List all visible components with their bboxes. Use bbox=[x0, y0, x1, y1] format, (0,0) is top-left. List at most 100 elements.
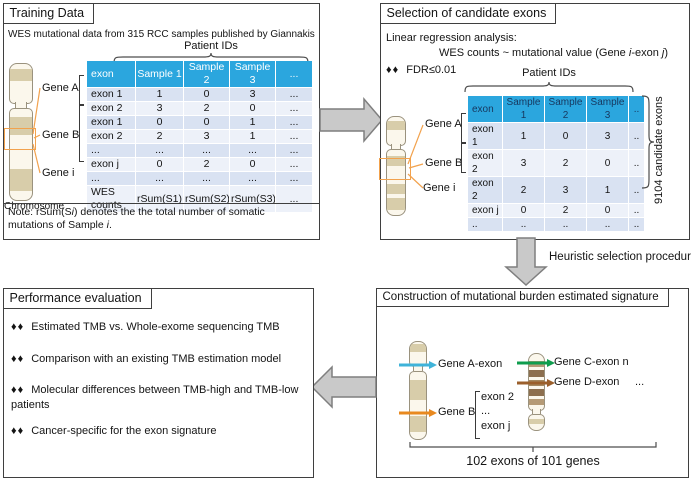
chromosome-band bbox=[10, 69, 32, 81]
table-cell: ... bbox=[230, 144, 275, 157]
gene-label-b: Gene B bbox=[425, 157, 463, 169]
table-cell: 1 bbox=[136, 88, 183, 101]
exon-list-item: exon j bbox=[481, 420, 511, 432]
note-part: ) denotes the the total number of somati… bbox=[8, 206, 265, 231]
flow-arrow-right-icon bbox=[319, 96, 383, 144]
table-cell: .. bbox=[468, 218, 502, 231]
training-subtitle: WES mutational data from 315 RCC samples… bbox=[8, 29, 315, 40]
table-cell: ... bbox=[276, 61, 312, 87]
panel-performance-evaluation: Performance evaluation ♦♦Estimated TMB v… bbox=[2, 287, 314, 478]
curly-brace-icon bbox=[113, 52, 309, 64]
chromosome-ideogram bbox=[409, 341, 427, 440]
chromosome-arm bbox=[528, 414, 545, 431]
chromosome-band bbox=[10, 117, 32, 135]
gene-b-bracket-icon bbox=[79, 105, 84, 162]
heuristic-label: Heuristic selection procedure bbox=[549, 251, 691, 263]
table-cell: exon 2 bbox=[87, 130, 135, 143]
bullet-text: Cancer-specific for the exon signature bbox=[31, 425, 217, 437]
regression-part: ) bbox=[664, 47, 669, 59]
gene-label-a: Gene A bbox=[425, 118, 462, 130]
table-cell: 3 bbox=[545, 177, 586, 203]
exon-list-item: exon 2 bbox=[481, 391, 515, 403]
bullet-text: Estimated TMB vs. Whole-exome sequencing… bbox=[31, 321, 280, 333]
exon-list-item: ... bbox=[481, 405, 491, 417]
table-cell: exon 2 bbox=[87, 102, 135, 115]
panel-training-data: Training Data WES mutational data from 3… bbox=[2, 2, 320, 240]
diamond-bullet-icon: ♦♦ bbox=[11, 425, 25, 437]
bullet-item: ♦♦Comparison with an existing TMB estima… bbox=[11, 352, 307, 367]
note-part-italic: i bbox=[71, 206, 74, 218]
table-cell: 0 bbox=[230, 102, 275, 115]
chromosome-band bbox=[410, 380, 426, 400]
construction-title: Construction of mutational burden estima… bbox=[382, 290, 659, 303]
table-cell: 0 bbox=[503, 204, 544, 217]
gene-label-i: Gene i bbox=[423, 182, 456, 194]
table-row: .......... bbox=[468, 218, 644, 231]
chromosome-band bbox=[529, 389, 544, 396]
note-text: Note: rSum(Si) denotes the the total num… bbox=[8, 206, 311, 232]
table-cell: ... bbox=[276, 172, 312, 185]
region-highlight-box bbox=[379, 158, 411, 180]
table-row: ............... bbox=[87, 172, 312, 185]
table-cell: WES counts bbox=[87, 186, 135, 212]
gene-c-exon-label: Gene C-exon n bbox=[554, 356, 629, 368]
regression-part-italic: j bbox=[661, 47, 665, 59]
table-cell: rSum(S1) bbox=[136, 186, 183, 212]
table-cell: 0 bbox=[587, 204, 628, 217]
table-cell: 2 bbox=[545, 204, 586, 217]
table-cell: ... bbox=[276, 144, 312, 157]
regression-line1: Linear regression analysis: bbox=[386, 32, 517, 44]
table-cell: ... bbox=[230, 172, 275, 185]
table-cell: 1 bbox=[587, 177, 628, 203]
curly-brace-icon bbox=[464, 81, 634, 93]
gene-b-bracket-icon bbox=[461, 143, 466, 173]
diamond-bullet-icon: ♦♦ bbox=[11, 321, 25, 333]
table-cell: 3 bbox=[503, 150, 544, 176]
candidate-exons-count-label: 9104 candidate exons bbox=[653, 96, 665, 204]
patient-ids-label: Patient IDs bbox=[522, 67, 576, 79]
more-genes-ellipsis: ... bbox=[635, 376, 645, 388]
table-cell: 0 bbox=[184, 88, 229, 101]
bullet-item: ♦♦ Estimated TMB vs. Whole-exome sequenci… bbox=[11, 320, 307, 335]
gene-label-a: Gene A bbox=[42, 82, 79, 94]
table-cell: exon 1 bbox=[87, 88, 135, 101]
chromosome-ideogram bbox=[386, 116, 406, 216]
chromosome-band bbox=[410, 416, 426, 432]
gene-d-exon-arrow-icon bbox=[517, 379, 555, 387]
fdr-threshold: FDR≤0.01 bbox=[406, 64, 457, 76]
table-cell: 0 bbox=[136, 116, 183, 129]
table-cell: .. bbox=[587, 218, 628, 231]
bullet-item: ♦♦Molecular differences between TMB-high… bbox=[11, 383, 307, 413]
exon-list-bracket-icon bbox=[475, 391, 480, 439]
chromosome-band bbox=[410, 344, 426, 352]
table-cell: ... bbox=[136, 144, 183, 157]
chromosome-band bbox=[529, 419, 544, 424]
table-cell: 0 bbox=[545, 123, 586, 149]
table-cell: .. bbox=[629, 123, 644, 149]
chromosome-band bbox=[10, 169, 32, 191]
chromosome-band bbox=[387, 198, 405, 210]
gene-a-bracket-icon bbox=[461, 113, 466, 143]
table-cell: exon j bbox=[87, 158, 135, 171]
region-highlight-box bbox=[4, 128, 36, 150]
table-cell: 2 bbox=[184, 102, 229, 115]
chromosome-band bbox=[387, 121, 405, 130]
chromosome-arm bbox=[9, 63, 33, 104]
table-cell: ... bbox=[136, 172, 183, 185]
centromere bbox=[413, 365, 423, 371]
regression-part: WES counts ~ mutational value (Gene bbox=[439, 47, 629, 59]
table-cell: .. bbox=[503, 218, 544, 231]
table-cell: .. bbox=[629, 150, 644, 176]
table-cell: 2 bbox=[184, 158, 229, 171]
table-cell: ... bbox=[276, 158, 312, 171]
note-part-italic: i bbox=[106, 219, 109, 231]
